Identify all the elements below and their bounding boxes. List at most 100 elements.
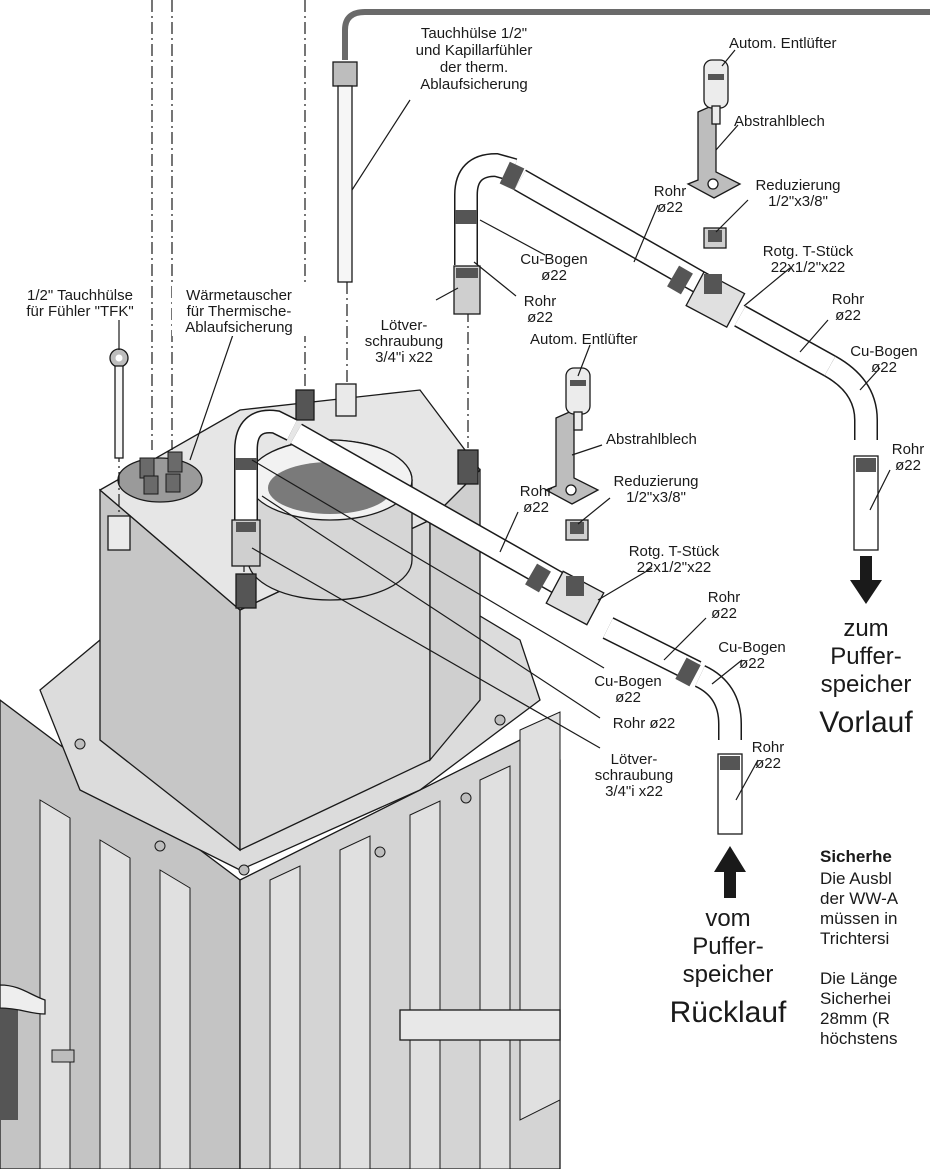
label-entluefter-mid: Autom. Entlüfter [530,331,638,348]
safety-note-title: Sicherhe [820,847,892,866]
svg-text:Puffer-: Puffer- [830,643,902,670]
label-rohr-top: Rohr ø22 [654,183,687,216]
svg-text:schraubung: schraubung [595,767,673,784]
svg-text:Reduzierung: Reduzierung [613,473,698,490]
storage-tank [0,389,561,1169]
svg-text:ø22: ø22 [527,309,553,326]
svg-text:Reduzierung: Reduzierung [755,177,840,194]
svg-text:ø22: ø22 [871,359,897,376]
label-tauchhuelse-kapillar: Tauchhülse 1/2" und Kapillarfühler der t… [416,25,533,93]
label-rohr-mid2: Rohr ø22 [708,589,741,622]
capillary-sensor [332,9,930,283]
svg-text:22x1/2"x22: 22x1/2"x22 [771,259,846,276]
label-entluefter-top: Autom. Entlüfter [729,35,837,52]
svg-text:höchstens: höchstens [820,1029,898,1048]
socket-left-threaded [235,573,257,609]
label-cubogen-mid: Cu-Bogen ø22 [718,639,786,672]
tank-side-bracket [0,984,75,1120]
upper-pipe-assembly [453,59,882,604]
svg-text:Lötver-: Lötver- [381,317,428,334]
svg-text:Puffer-: Puffer- [692,933,764,960]
svg-text:Rohr: Rohr [524,293,557,310]
label-rohr-top2: Rohr ø22 [524,293,557,326]
socket-1 [295,389,315,421]
tank-slot [399,1009,561,1041]
svg-text:1/2"x3/8": 1/2"x3/8" [626,489,686,506]
label-cubogen-top: Cu-Bogen ø22 [520,251,588,284]
svg-text:ø22: ø22 [615,689,641,706]
svg-text:schraubung: schraubung [365,333,443,350]
svg-text:Trichtersi: Trichtersi [820,929,889,948]
capillary-sleeve [337,85,353,283]
svg-text:ø22: ø22 [755,755,781,772]
svg-text:Rohr: Rohr [654,183,687,200]
svg-text:Die Länge: Die Länge [820,969,898,988]
svg-text:Rohr: Rohr [708,589,741,606]
label-cubogen-right: Cu-Bogen ø22 [850,343,918,376]
tank-top-fittings [107,383,479,609]
svg-text:vom: vom [705,905,750,932]
label-reduzierung-top: Reduzierung 1/2"x3/8" [755,177,840,210]
svg-text:Sicherhei: Sicherhei [820,989,891,1008]
label-abstrahlblech-mid: Abstrahlblech [606,431,697,448]
socket-2 [335,383,357,417]
svg-text:1/2"x3/8": 1/2"x3/8" [768,193,828,210]
label-loetver-low: Lötver- schraubung 3/4"i x22 [595,751,673,800]
svg-text:Rohr: Rohr [832,291,865,308]
svg-text:ø22: ø22 [541,267,567,284]
svg-text:Ablaufsicherung: Ablaufsicherung [420,76,528,93]
ruecklauf-arrow [714,846,746,898]
svg-text:Tauchhülse 1/2": Tauchhülse 1/2" [421,25,527,42]
svg-text:Ablaufsicherung: Ablaufsicherung [185,319,293,336]
label-abstrahlblech-top: Abstrahlblech [734,113,825,130]
assembly-axes [118,0,469,572]
label-ruecklauf: Rücklauf [670,996,787,1029]
svg-text:3/4"i x22: 3/4"i x22 [375,349,433,366]
label-loetver-top: Lötver- schraubung 3/4"i x22 [365,317,443,366]
svg-text:Rotg. T-Stück: Rotg. T-Stück [629,543,720,560]
label-rohr-right2: Rohr ø22 [892,441,925,474]
label-rohr-mid3: Rohr ø22 [752,739,785,772]
label-rohr-right1: Rohr ø22 [832,291,865,324]
label-waermetauscher: Wärmetauscher für Thermische- Ablaufsich… [172,284,306,336]
svg-text:Lötver-: Lötver- [611,751,658,768]
svg-text:für Fühler "TFK": für Fühler "TFK" [26,303,133,320]
svg-text:Rohr: Rohr [892,441,925,458]
heat-exchanger-flange [117,457,203,503]
label-rohr-low: Rohr ø22 [613,715,676,732]
svg-text:Cu-Bogen: Cu-Bogen [718,639,786,656]
svg-text:28mm (R: 28mm (R [820,1009,890,1028]
svg-text:für Thermische-: für Thermische- [187,303,292,320]
svg-text:ø22: ø22 [895,457,921,474]
svg-text:Cu-Bogen: Cu-Bogen [520,251,588,268]
svg-text:speicher: speicher [683,961,774,988]
label-zum-pufferspeicher: zum Puffer- speicher [821,615,912,698]
svg-text:und Kapillarfühler: und Kapillarfühler [416,42,533,59]
label-reduzierung-mid: Reduzierung 1/2"x3/8" [613,473,698,506]
svg-text:speicher: speicher [821,671,912,698]
label-cubogen-low: Cu-Bogen ø22 [594,673,662,706]
capillary-nut [332,61,358,87]
label-tstueck-mid: Rotg. T-Stück 22x1/2"x22 [629,543,720,576]
svg-text:ø22: ø22 [835,307,861,324]
tfk-socket [107,515,131,551]
svg-text:Cu-Bogen: Cu-Bogen [850,343,918,360]
label-vorlauf: Vorlauf [819,706,913,739]
svg-text:Rohr: Rohr [520,483,553,500]
svg-text:ø22: ø22 [523,499,549,516]
svg-text:ø22: ø22 [739,655,765,672]
svg-text:zum: zum [843,615,888,642]
svg-text:Cu-Bogen: Cu-Bogen [594,673,662,690]
safety-note: Sicherhe Die Ausbl der WW-A müssen in Tr… [820,847,899,1048]
svg-text:Rohr: Rohr [752,739,785,756]
label-tauchhuelse-tfk: 1/2" Tauchhülse für Fühler "TFK" [26,287,133,320]
tfk-sensor [109,348,129,459]
svg-text:ø22: ø22 [657,199,683,216]
socket-right-threaded [457,449,479,485]
svg-text:müssen in: müssen in [820,909,897,928]
label-rohr-mid: Rohr ø22 [520,483,553,516]
lower-pipe-assembly [231,367,746,898]
label-tstueck-top: Rotg. T-Stück 22x1/2"x22 [763,243,854,276]
svg-text:ø22: ø22 [711,605,737,622]
